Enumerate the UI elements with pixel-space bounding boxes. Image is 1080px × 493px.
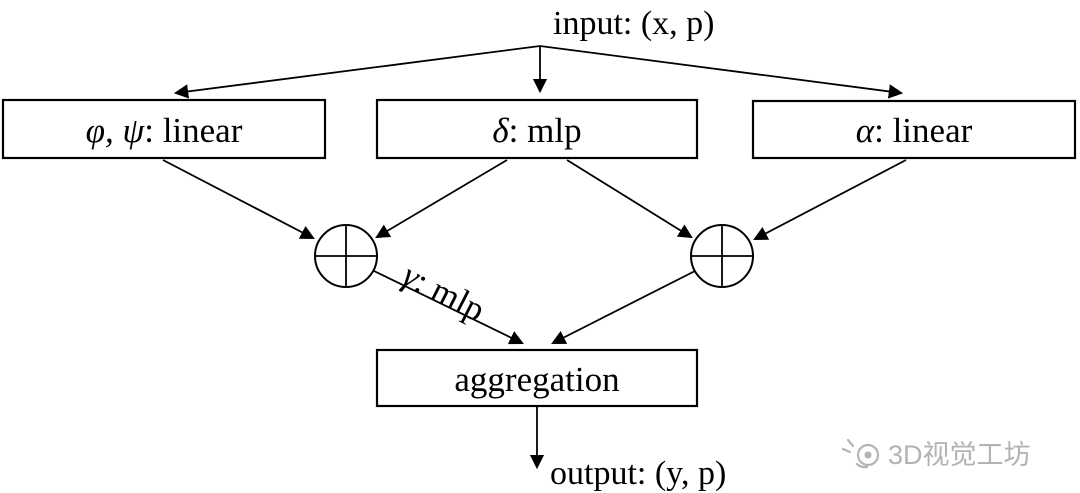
- node-alpha-box: [751, 99, 1077, 160]
- watermark-logo-icon: [841, 438, 880, 469]
- arrow-delta-to-right-sum: [566, 159, 693, 239]
- node-aggregation-box: [375, 348, 699, 408]
- node-alpha-label: α: linear: [856, 111, 973, 150]
- gamma-mlp-label: γ: mlp: [396, 255, 491, 329]
- arrow-alpha-to-right-sum: [753, 159, 907, 241]
- arrow-input-to-alpha: [539, 45, 904, 99]
- arrow-input-to-phi-psi: [173, 45, 541, 99]
- node-phi-psi-label: φ, ψ: linear: [86, 111, 243, 150]
- node-phi-psi-box: [1, 98, 327, 160]
- circle-plus-icon-left: [314, 224, 378, 288]
- circle-plus-icon-right: [690, 224, 754, 288]
- node-aggregation-label: aggregation: [454, 360, 619, 399]
- arrow-delta-to-left-sum: [375, 159, 508, 239]
- node-delta-label: δ: mlp: [492, 111, 581, 150]
- input-label: input: (x, p): [553, 5, 714, 42]
- node-delta-box: [375, 98, 699, 160]
- watermark-text: 3D视觉工坊: [888, 440, 1031, 470]
- arrow-left-sum-to-aggregation: [373, 270, 524, 345]
- watermark: 3D视觉工坊: [841, 438, 1031, 470]
- output-label: output: (y, p): [550, 455, 726, 492]
- arrow-right-sum-to-aggregation: [551, 270, 696, 344]
- arrow-phi-psi-to-left-sum: [162, 159, 315, 239]
